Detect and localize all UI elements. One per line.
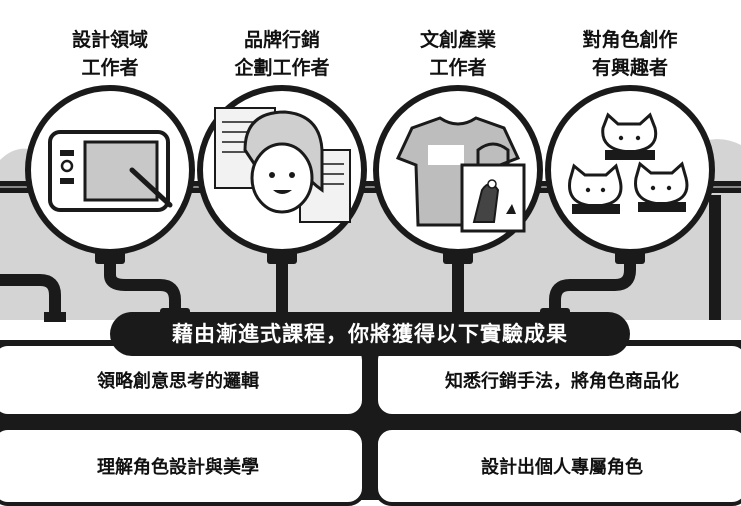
audience-label-design: 設計領域 工作者 — [35, 26, 185, 82]
audience-line1: 設計領域 — [71, 29, 148, 51]
audience-line2: 工作者 — [81, 57, 139, 79]
merch-icon — [373, 85, 543, 255]
outcome-personal-character: 設計出個人專屬角色 — [374, 426, 741, 506]
results-banner: 藉由漸進式課程，你將獲得以下實驗成果 — [110, 312, 630, 356]
audience-line1: 對角色創作 — [582, 29, 678, 51]
audience-label-creative: 文創產業 工作者 — [383, 26, 533, 82]
characters-icon — [545, 85, 715, 255]
audience-line2: 工作者 — [429, 57, 487, 79]
audience-label-marketing: 品牌行銷 企劃工作者 — [207, 26, 357, 82]
outcome-aesthetics: 理解角色設計與美學 — [0, 426, 366, 506]
audience-line1: 品牌行銷 — [243, 29, 320, 51]
tablet-icon — [25, 85, 195, 255]
audience-line2: 企劃工作者 — [234, 57, 330, 79]
audience-label-character: 對角色創作 有興趣者 — [555, 26, 705, 82]
audience-line2: 有興趣者 — [591, 57, 668, 79]
marketer-icon — [197, 85, 367, 255]
connector-4 — [549, 255, 636, 320]
audience-line1: 文創產業 — [419, 29, 496, 51]
connector-1 — [104, 255, 181, 320]
